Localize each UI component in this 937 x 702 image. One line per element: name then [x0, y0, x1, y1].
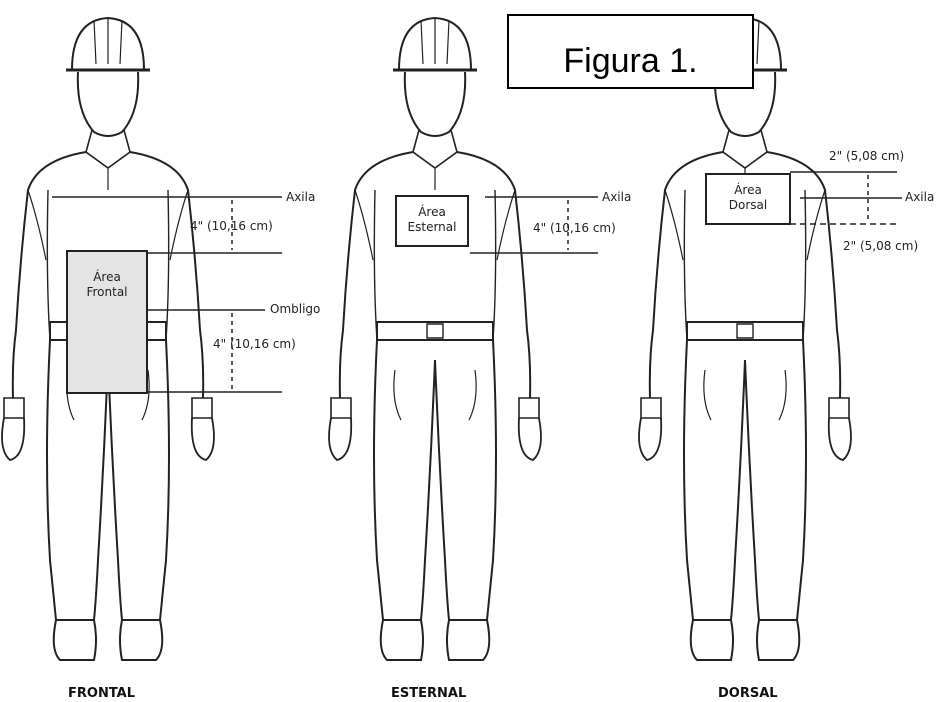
- frontal-area-label: Área Frontal: [67, 270, 147, 300]
- esternal-caption: ESTERNAL: [391, 686, 466, 701]
- frontal-upper-distance-label: 4" (10,16 cm): [190, 220, 273, 232]
- dorsal-upper-distance-label: 2" (5,08 cm): [829, 150, 904, 162]
- frontal-axila-label: Axila: [286, 191, 315, 203]
- frontal-area-label-line2: Frontal: [67, 285, 147, 300]
- esternal-area-label-line1: Área: [396, 205, 468, 220]
- dorsal-area-label-line1: Área: [706, 183, 790, 198]
- dorsal-measure-lines: [790, 172, 902, 224]
- figure-title-box: Figura 1.: [507, 14, 754, 89]
- frontal-ombligo-label: Ombligo: [270, 303, 320, 315]
- frontal-lower-distance-label: 4" (10,16 cm): [213, 338, 296, 350]
- esternal-distance-label: 4" (10,16 cm): [533, 222, 616, 234]
- dorsal-axila-label: Axila: [905, 191, 934, 203]
- dorsal-lower-distance-label: 2" (5,08 cm): [843, 240, 918, 252]
- frontal-area-label-line1: Área: [67, 270, 147, 285]
- dorsal-caption: DORSAL: [718, 686, 778, 701]
- esternal-axila-label: Axila: [602, 191, 631, 203]
- dorsal-area-label: Área Dorsal: [706, 183, 790, 213]
- worker-dorsal: [639, 18, 851, 660]
- dorsal-area-label-line2: Dorsal: [706, 198, 790, 213]
- esternal-area-label-line2: Esternal: [396, 220, 468, 235]
- esternal-area-label: Área Esternal: [396, 205, 468, 235]
- frontal-caption: FRONTAL: [68, 686, 135, 701]
- figure-title: Figura 1.: [509, 44, 752, 78]
- worker-esternal: [329, 18, 541, 660]
